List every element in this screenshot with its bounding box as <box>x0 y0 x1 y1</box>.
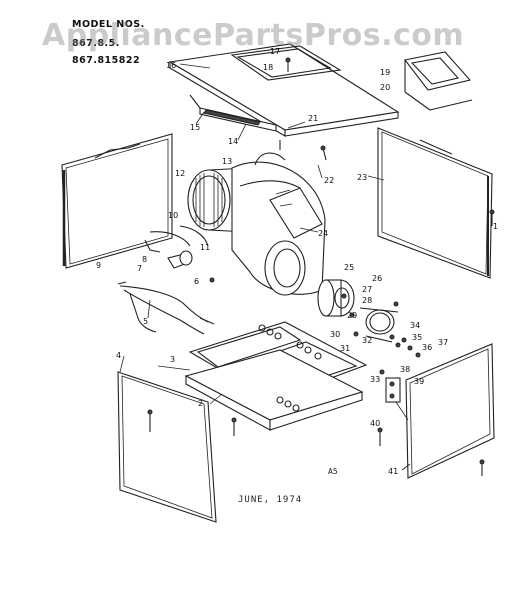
blower-assembly <box>187 152 326 296</box>
part-label-28: 28 <box>362 296 372 305</box>
part-label-36: 36 <box>422 343 432 352</box>
part-label-30: 30 <box>330 330 340 339</box>
capacitor <box>144 225 209 269</box>
part-label-4: 4 <box>116 351 121 360</box>
motor <box>317 279 355 317</box>
part-label-21: 21 <box>308 114 318 123</box>
access-panel <box>405 343 495 479</box>
part-label-38: 38 <box>400 365 410 374</box>
part-label-39: 39 <box>414 377 424 386</box>
page-reference: A5 <box>328 467 338 476</box>
model-label: MODEL NOS. <box>72 19 145 30</box>
control-bracket <box>385 377 401 403</box>
part-label-35: 35 <box>412 333 422 342</box>
part-label-27: 27 <box>362 285 372 294</box>
motor-mount <box>359 307 401 348</box>
model-number-2: 867.815822 <box>72 55 141 66</box>
part-label-15: 15 <box>190 123 200 132</box>
part-label-34: 34 <box>410 321 420 330</box>
screws <box>147 57 495 476</box>
left-side-panel <box>61 133 173 269</box>
part-label-17: 17 <box>270 47 280 56</box>
part-label-41: 41 <box>388 467 398 476</box>
top-panel <box>168 43 400 137</box>
leader-lines <box>119 63 411 471</box>
part-label-3: 3 <box>170 355 175 364</box>
front-panel <box>117 371 217 523</box>
part-label-12: 12 <box>175 169 185 178</box>
part-label-32: 32 <box>362 336 372 345</box>
part-label-20: 20 <box>380 83 390 92</box>
part-label-19: 19 <box>380 68 390 77</box>
part-label-13: 13 <box>222 157 232 166</box>
part-label-24: 24 <box>318 229 328 238</box>
filter-bracket <box>404 51 473 111</box>
part-label-29: 29 <box>347 311 357 320</box>
part-label-33: 33 <box>370 375 380 384</box>
model-number-1: 867.8.5. <box>72 38 120 49</box>
part-label-9: 9 <box>96 261 101 270</box>
part-label-14: 14 <box>228 137 238 146</box>
part-label-1: 1 <box>493 222 498 231</box>
part-label-23: 23 <box>357 173 367 182</box>
part-label-26: 26 <box>372 274 382 283</box>
part-label-16: 16 <box>166 61 176 70</box>
part-label-22: 22 <box>324 176 334 185</box>
part-label-25: 25 <box>344 263 354 272</box>
part-label-8: 8 <box>142 255 147 264</box>
wiring-harness <box>117 281 215 335</box>
rail <box>189 94 277 132</box>
part-label-6: 6 <box>194 277 199 286</box>
part-label-40: 40 <box>370 419 380 428</box>
diagram-date: JUNE, 1974 <box>238 495 303 505</box>
part-label-37: 37 <box>438 338 448 347</box>
part-label-10: 10 <box>168 211 178 220</box>
right-side-panel <box>377 127 493 279</box>
part-label-31: 31 <box>340 344 350 353</box>
part-label-5: 5 <box>143 317 148 326</box>
part-number-labels: 1 2 3 4 5 6 7 8 9 10 11 12 13 14 15 16 1… <box>96 47 498 476</box>
part-label-7: 7 <box>137 264 142 273</box>
part-label-11: 11 <box>200 243 210 252</box>
base-frame <box>184 349 364 431</box>
part-label-18: 18 <box>263 63 273 72</box>
part-label-2: 2 <box>198 399 203 408</box>
